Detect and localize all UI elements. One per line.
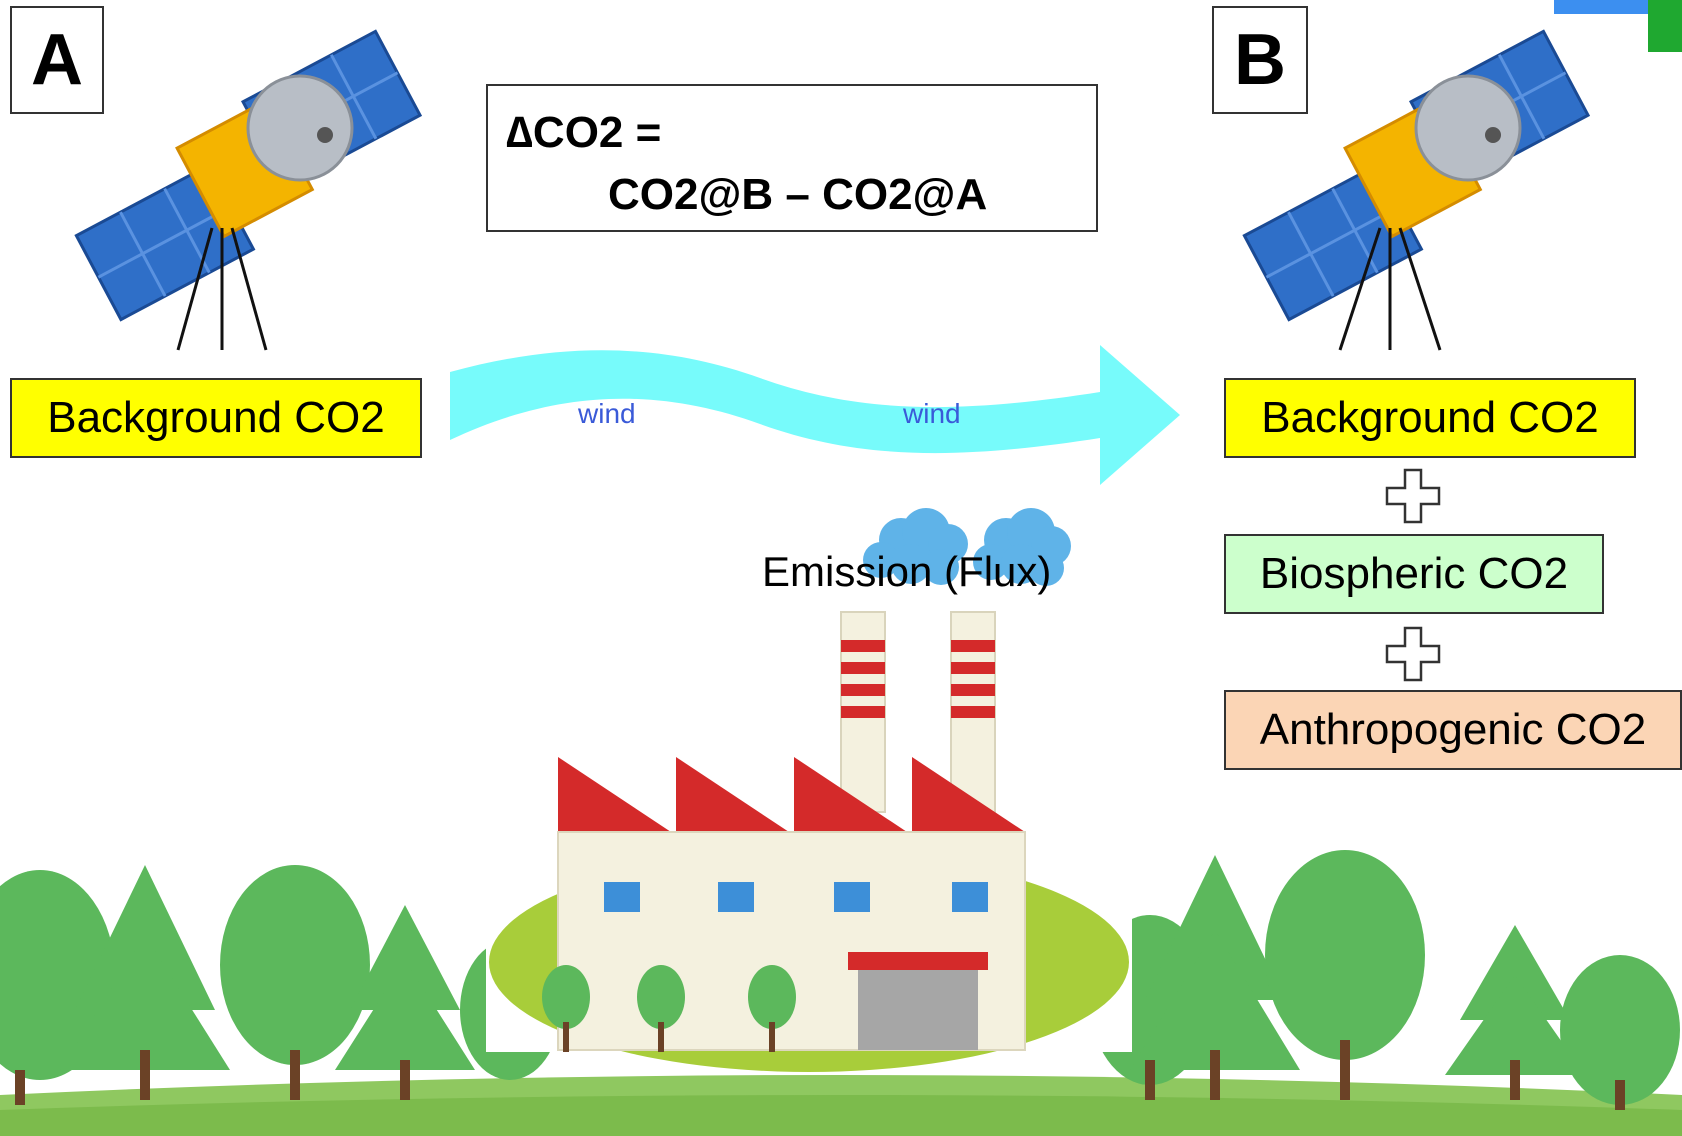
emission-flux-label: Emission (Flux) (762, 548, 1052, 595)
factory-icon (486, 508, 1132, 1072)
delta-co2-formula: ∆CO2 = CO2@B – CO2@A (486, 84, 1098, 232)
plus-icon-2 (1385, 626, 1441, 682)
formula-line-2: CO2@B – CO2@A (608, 170, 988, 219)
satellite-b-icon (1242, 29, 1591, 351)
wind-label-1: wind (578, 398, 636, 429)
panel-b-letter: B (1212, 6, 1308, 114)
background-co2-b-label: Background CO2 (1224, 378, 1636, 458)
plus-icon-1 (1385, 468, 1441, 524)
background-co2-a-label: Background CO2 (10, 378, 422, 458)
wind-label-2: wind (903, 398, 961, 429)
corner-accent-blue (1554, 0, 1648, 14)
satellite-a-icon (74, 29, 423, 351)
corner-accent-green (1648, 0, 1682, 52)
formula-line-1: ∆CO2 = (506, 108, 662, 157)
anthropogenic-co2-label: Anthropogenic CO2 (1224, 690, 1682, 770)
panel-a-letter: A (10, 6, 104, 114)
biospheric-co2-label: Biospheric CO2 (1224, 534, 1604, 614)
